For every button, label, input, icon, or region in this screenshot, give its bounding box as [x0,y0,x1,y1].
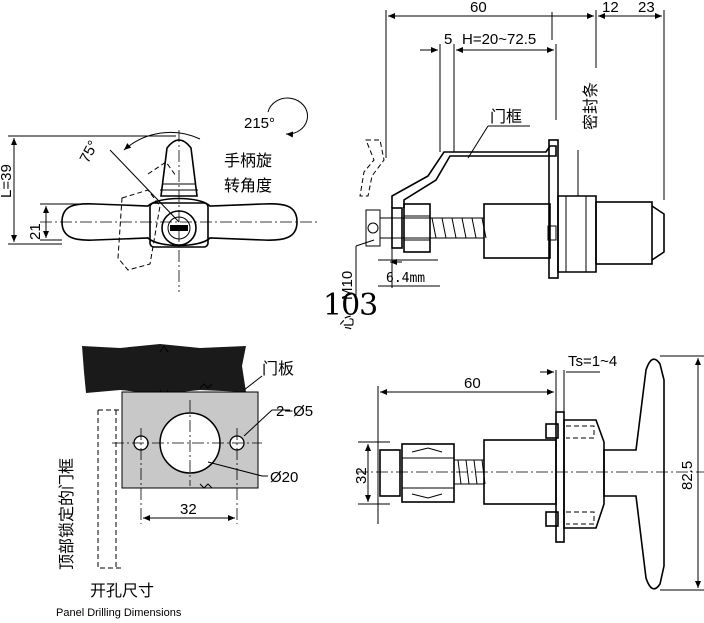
drilling-view [82,344,290,569]
front-view [8,97,318,292]
t-handle [603,358,665,590]
top-view [356,355,704,591]
front-handle-bar [61,197,298,247]
ts-label: Ts=1~4 [568,353,617,370]
page-number: 103 [323,288,378,323]
side-view [355,10,665,298]
thickness-label: 6.4mm [386,271,425,286]
drilling-title-en: Panel Drilling Dimensions [56,607,182,619]
side-dim-H: H=20~72.5 [462,31,536,48]
rotation-arrow [267,97,308,138]
height-L-label: L=39 [0,164,15,198]
width-21-label: 21 [27,223,44,240]
thread-prefix-label: 心 [339,315,356,330]
side-dim-23: 23 [638,0,655,16]
rotation-angle-label: 215° [244,115,275,132]
bore-label: Ø20 [270,469,298,486]
drilling-title-cn: 开孔尺寸 [90,581,154,600]
angle-75-label: 75° [77,138,103,166]
top-lock-frame-label: 顶部锁定的门框 [57,458,76,570]
top-dim-60: 60 [464,375,481,392]
seal-strip-label: 密封条 [581,82,600,130]
top-dim-82-5: 82.5 [679,461,696,490]
key-cylinder [161,210,197,246]
thread-M10-label: M10 [339,271,356,300]
side-dim-5: 5 [444,31,452,48]
door-panel-band [82,344,246,394]
handle-label-line2: 转角度 [224,176,272,195]
side-dim-12: 12 [602,0,619,16]
top-dim-32: 32 [353,467,370,484]
handle-label-line1: 手柄旋 [224,151,272,170]
side-dim-60: 60 [470,0,487,16]
door-frame-label: 门框 [490,107,522,126]
door-panel-label: 门板 [262,359,294,378]
holes-label: 2−Ø5 [276,403,313,420]
spacing-32-label: 32 [180,501,197,518]
